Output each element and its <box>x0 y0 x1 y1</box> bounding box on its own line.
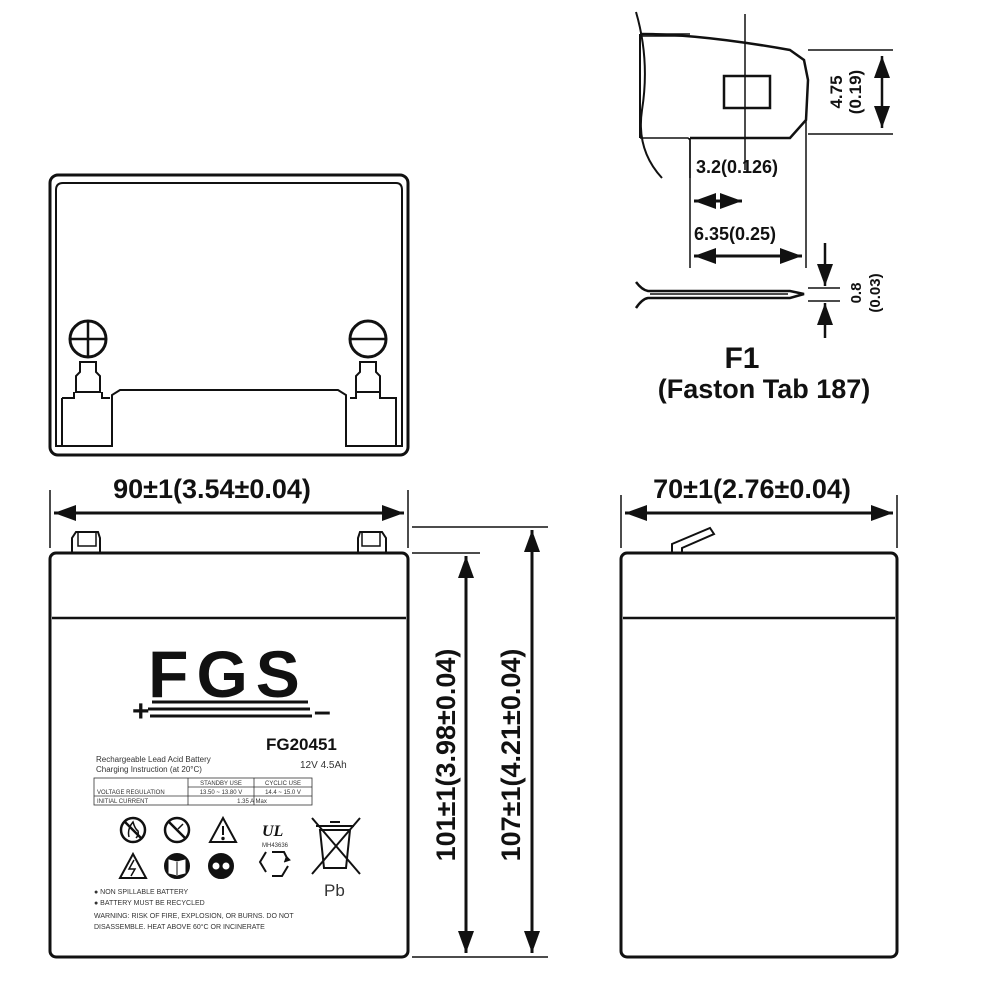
read-manual-icon <box>164 853 190 879</box>
voltage-rating: 12V 4.5Ah <box>300 760 347 771</box>
electric-hazard-icon <box>118 851 148 879</box>
table-cell: 13.50 ~ 13.80 V <box>200 790 243 796</box>
no-tamper-icon <box>163 816 191 844</box>
ul-cert-icon: UL MH43636 <box>262 823 289 849</box>
dim-total-height: 107±1(4.21±0.04) <box>496 649 526 862</box>
warning-line2: DISASSEMBLE. HEAT ABOVE 60°C OR INCINERA… <box>94 923 265 931</box>
no-fire-icon <box>119 816 147 844</box>
table-cell: 1.35 A Max <box>237 799 267 805</box>
plus-sign: + <box>132 695 150 728</box>
tab-subtitle: (Faston Tab 187) <box>658 374 871 404</box>
side-view <box>619 495 899 959</box>
crossed-bin-icon: Pb <box>311 817 361 900</box>
svg-text:UL: UL <box>262 823 284 840</box>
goggles-icon <box>208 853 234 879</box>
tab-slot-dim: 3.2(0.126) <box>696 157 778 177</box>
table-header-standby: STANDBY USE <box>200 781 242 787</box>
dim-width: 70±1(2.76±0.04) <box>653 474 851 504</box>
right-terminal <box>348 319 397 446</box>
table-cell: 14.4 ~ 15.0 V <box>265 790 301 796</box>
table-row-label: INITIAL CURRENT <box>97 799 148 805</box>
dim-length: 90±1(3.54±0.04) <box>113 474 311 504</box>
tab-thick-in: (0.03) <box>867 273 884 312</box>
model-number: FG20451 <box>266 735 337 754</box>
tab-width-dim: 6.35(0.25) <box>694 224 776 244</box>
dim-container-height: 101±1(3.98±0.04) <box>431 649 461 862</box>
tab-height-in: (0.19) <box>846 70 865 114</box>
table-row-label: VOLTAGE REGULATION <box>97 790 165 796</box>
top-view <box>48 173 410 457</box>
label-desc-line2: Charging Instruction (at 20°C) <box>96 765 202 774</box>
cert-number: MH43636 <box>262 843 289 849</box>
warning-line1: WARNING: RISK OF FIRE, EXPLOSION, OR BUR… <box>94 913 294 920</box>
tab-name: F1 <box>724 342 759 375</box>
minus-sign: – <box>314 695 331 728</box>
fgs-logo: FGS + – <box>132 637 331 728</box>
warning-icon <box>208 815 238 843</box>
label-desc-line1: Rechargeable Lead Acid Battery <box>96 755 211 764</box>
left-terminal <box>61 319 110 446</box>
bullet-non-spillable: ● NON SPILLABLE BATTERY <box>94 889 189 896</box>
front-view <box>48 490 548 959</box>
brand-logo-text: FGS <box>148 637 308 711</box>
tab-height-mm: 4.75 <box>827 75 846 108</box>
bullet-recycled: ● BATTERY MUST BE RECYCLED <box>94 900 205 907</box>
charging-table: STANDBY USE CYCLIC USE VOLTAGE REGULATIO… <box>93 777 313 806</box>
lead-symbol: Pb <box>324 881 345 900</box>
recycle-icon <box>258 851 291 877</box>
safety-icons: UL MH43636 Pb <box>118 815 361 900</box>
tab-thick-mm: 0.8 <box>848 283 865 304</box>
faston-tab-detail <box>634 11 893 338</box>
table-header-cyclic: CYCLIC USE <box>265 781 301 787</box>
